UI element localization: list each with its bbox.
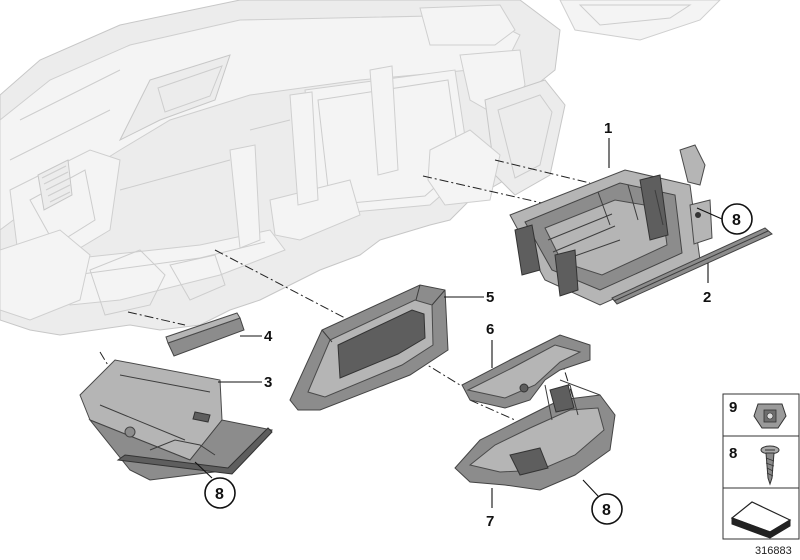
callout-2: 2 xyxy=(703,289,711,306)
steering-column-cover-upper xyxy=(461,334,591,409)
trim-strip xyxy=(611,227,773,305)
callout-6: 6 xyxy=(486,321,494,338)
reference-number: 316883 xyxy=(755,545,792,557)
callout-5: 5 xyxy=(486,289,494,306)
callout-3: 3 xyxy=(264,374,272,391)
circled-callout-8-frame: 8 xyxy=(732,212,741,229)
steering-column-cover-lower xyxy=(454,379,616,491)
small-trim-cover xyxy=(165,312,245,357)
dashboard-ghost xyxy=(0,0,721,336)
screw-icon xyxy=(760,445,780,486)
center-trim-panel xyxy=(289,284,449,411)
parts-legend: 9 8 xyxy=(722,393,800,540)
glove-box xyxy=(79,359,274,481)
legend-label-9: 9 xyxy=(729,399,737,416)
callout-4: 4 xyxy=(264,328,273,345)
callout-1: 1 xyxy=(604,120,612,137)
circled-callout-8-column: 8 xyxy=(602,502,611,519)
callout-7: 7 xyxy=(486,513,494,530)
leader-lines xyxy=(194,138,723,508)
circled-callouts: 8 8 8 xyxy=(204,203,753,525)
pad-shape-icon xyxy=(730,501,792,539)
circled-callout-8-glovebox: 8 xyxy=(215,486,224,503)
center-console-frame xyxy=(509,144,713,306)
legend-label-8: 8 xyxy=(729,445,737,462)
clip-nut-icon xyxy=(753,403,787,429)
callout-labels: 1 2 3 4 5 6 7 xyxy=(264,120,711,530)
